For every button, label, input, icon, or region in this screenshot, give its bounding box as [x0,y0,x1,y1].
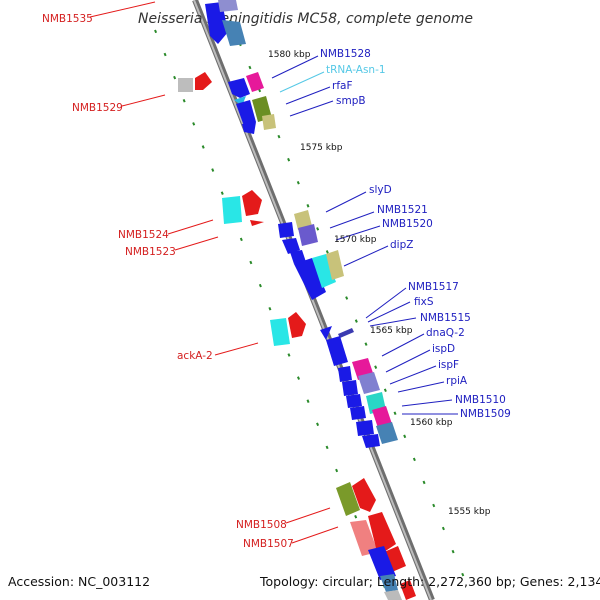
gene-feature [288,312,306,338]
gene-label-rpia: rpiA [446,375,468,387]
scale-line-left [154,29,391,600]
gene-label-dnaq-2: dnaQ-2 [426,327,465,339]
gene-label-fixs: fixS [414,296,434,308]
gene-label-rfaf: rfaF [332,80,353,92]
gene-label-nmb1507: NMB1507 [243,538,294,550]
gene-feature [356,420,374,436]
gene-feature [312,254,336,288]
gene-feature [178,78,193,92]
gene-feature [372,406,392,428]
leader-line-trna [279,71,325,93]
gene-label-nmb1509: NMB1509 [460,408,511,420]
scale-label: 1560 kbp [410,418,453,428]
map-title: Neisseria meningitidis MC58, complete ge… [138,11,473,27]
gene-feature [298,224,318,246]
scale-label: 1555 kbp [448,507,491,517]
gene-label-nmb1515: NMB1515 [420,312,471,324]
gene-feature [270,318,290,346]
gene-feature [195,72,212,90]
gene-feature [380,574,398,592]
gene-feature [262,114,276,130]
gene-feature [290,250,306,264]
gene-feature [246,72,264,92]
gene-feature [400,580,416,600]
gene-feature [320,326,332,340]
forward-strand-genes [205,0,402,600]
gene-feature [336,482,360,516]
accession-text: Accession: NC_003112 [8,574,150,589]
gene-feature [384,590,402,600]
gene-feature [326,336,348,366]
gene-feature [376,422,398,444]
leader-lines-forward [271,55,458,415]
scale-label: 1570 kbp [334,235,377,245]
gene-feature [278,222,294,238]
gene-label-nmb1510: NMB1510 [455,394,506,406]
gene-label-smpb: smpB [336,95,366,107]
gene-feature [218,0,238,12]
gene-label-nmb1529: NMB1529 [72,102,123,114]
gene-feature [358,372,380,394]
gene-feature [326,250,344,280]
gene-label-ispd: ispD [432,343,455,355]
reverse-strand-labels: NMB1535 NMB1529 NMB1524 NMB1523 ackA-2 N… [42,13,294,550]
gene-feature [346,394,362,408]
scale-label: 1565 kbp [370,326,413,336]
gene-feature [205,2,228,44]
gene-feature [294,258,326,300]
gene-label-acka-2: ackA-2 [177,350,213,362]
scale-labels: 1580 kbp 1575 kbp 1570 kbp 1565 kbp 1560… [268,50,491,517]
gene-label-nmb1528: NMB1528 [320,48,371,60]
gene-feature [242,190,262,216]
gene-feature [236,100,256,126]
forward-strand-labels: NMB1528 tRNA-Asn-1 rfaF smpB slyD NMB152… [320,48,511,420]
gene-label-nmb1521: NMB1521 [377,204,428,216]
gene-label-trna-asn-1: tRNA-Asn-1 [326,64,386,76]
gene-label-ispf: ispF [438,359,459,371]
gene-feature [282,238,300,254]
gene-label-nmb1523: NMB1523 [125,246,176,258]
topology-text: Topology: circular; Length: 2,272,360 bp… [259,574,600,589]
gene-feature [368,512,396,552]
scale-label: 1575 kbp [300,143,343,153]
gene-feature [294,210,312,230]
gene-label-nmb1517: NMB1517 [408,281,459,293]
gene-feature [222,20,246,46]
gene-label-nmb1520: NMB1520 [382,218,433,230]
gene-feature [352,478,376,512]
gene-feature [362,434,380,448]
gene-label-slyd: slyD [369,184,392,196]
gene-feature [350,520,378,556]
reverse-strand-genes [178,72,416,600]
scale-label: 1580 kbp [268,50,311,60]
gene-feature [368,546,396,580]
gene-feature [222,196,242,224]
gene-feature [228,78,250,98]
gene-feature [350,406,366,420]
gene-feature [250,220,264,226]
gene-label-dipz: dipZ [390,239,413,251]
leader-lines-reverse [89,1,339,544]
gene-feature [338,328,354,338]
gene-label-nmb1508: NMB1508 [236,519,287,531]
gene-feature [338,366,352,382]
gene-label-nmb1524: NMB1524 [118,229,169,241]
gene-label-nmb1535: NMB1535 [42,13,93,25]
gene-feature [342,380,358,396]
gene-feature [242,122,256,134]
